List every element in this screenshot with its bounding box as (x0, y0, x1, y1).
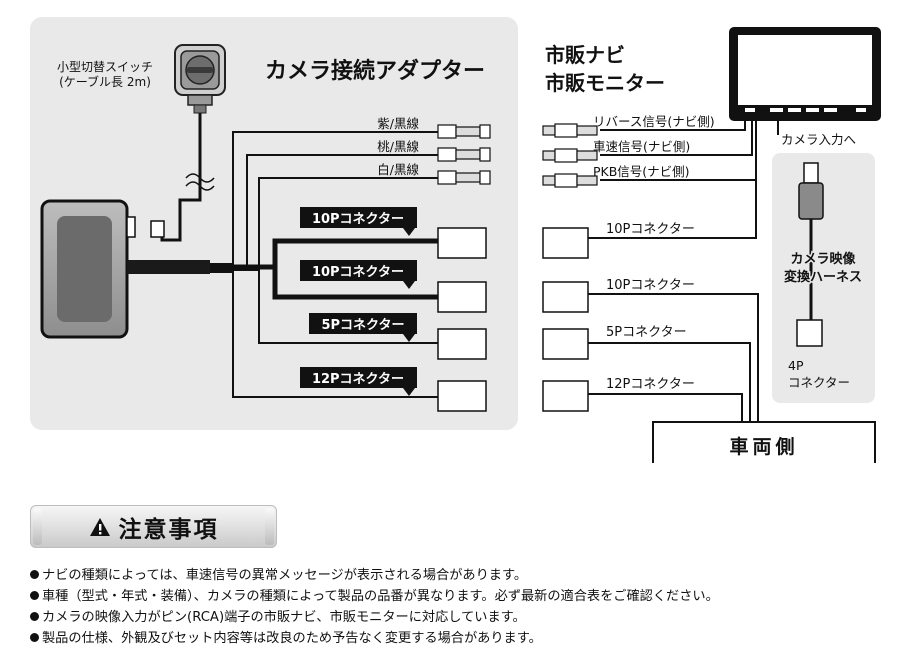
wire-label-purple: 紫/黒線 (377, 116, 419, 131)
vehicle-wires (588, 293, 759, 422)
notice-item-text: カメラの映像入力がピン(RCA)端子の市販ナビ、市販モニターに対応しています。 (42, 610, 526, 625)
harness-connector-line1: 4P (788, 358, 804, 373)
notice-item: ナビの種類によっては、車速信号の異常メッセージが表示される場合があります。 (30, 565, 880, 586)
vehicle-connector-label: 12Pコネクター (606, 377, 695, 392)
adapter-connector-label: 10Pコネクター (312, 212, 404, 227)
warning-triangle-icon (89, 517, 110, 536)
signal-label-reverse: リバース信号(ナビ側) (593, 114, 715, 129)
vehicle-connector-label: 10Pコネクター (606, 278, 695, 293)
adapter-signal-plugs (437, 124, 491, 185)
bullet-icon (30, 591, 39, 600)
wire-label-white: 白/黒線 (377, 162, 419, 177)
bullet-icon (30, 633, 39, 642)
selector-switch (174, 44, 226, 114)
notice-item-text: 車種（型式・年式・装備）、カメラの種類によって製品の品番が異なります。必ず最新の… (42, 589, 719, 604)
harness-label-line2: 変換ハーネス (784, 269, 862, 285)
switch-label-cable: (ケーブル長 2m) (59, 74, 151, 89)
adapter-connector-2: 10Pコネクター (300, 260, 487, 313)
vehicle-side-label: 車両側 (729, 435, 798, 458)
vehicle-connector-label: 5Pコネクター (606, 325, 687, 340)
adapter-connector-label: 10Pコネクター (312, 265, 404, 280)
vehicle-connector-boxes (542, 227, 589, 412)
switch-label-name: 小型切替スイッチ (57, 60, 153, 74)
adapter-unit (40, 199, 136, 339)
notice-title-text: 注意事項 (118, 516, 219, 543)
harness-4p-connector (796, 319, 823, 347)
adapter-connector-4: 12Pコネクター (300, 367, 487, 412)
notice-item-text: ナビの種類によっては、車速信号の異常メッセージが表示される場合があります。 (42, 568, 528, 583)
adapter-thick-wires (210, 238, 438, 300)
wire-label-pink: 桃/黒線 (377, 139, 419, 154)
adapter-title: カメラ接続アダプター (265, 58, 485, 84)
navi-monitor (729, 27, 881, 121)
cable-break-mark (185, 173, 215, 191)
adapter-connector-label: 12Pコネクター (312, 372, 404, 387)
harness-connector-line2: コネクター (788, 375, 850, 390)
notice-item-text: 製品の仕様、外観及びセット内容等は改良のため予告なく変更する場合があります。 (42, 631, 542, 646)
signal-label-speed: 車速信号(ナビ側) (593, 139, 690, 154)
switch-plug (150, 220, 165, 238)
navi-title-line1: 市販ナビ (545, 43, 625, 67)
wiring-diagram: 小型切替スイッチ (ケーブル長 2m) 紫/黒線 桃/黒線 白/黒線 10Pコネ… (30, 17, 881, 463)
navi-signal-plugs (542, 123, 598, 188)
rca-plug (798, 162, 824, 320)
notice-item: カメラの映像入力がピン(RCA)端子の市販ナビ、市販モニターに対応しています。 (30, 607, 880, 628)
adapter-connector-label: 5Pコネクター (321, 318, 404, 333)
vehicle-side-box (652, 421, 876, 463)
bullet-icon (30, 612, 39, 621)
camera-input-label: カメラ入力へ (781, 132, 856, 147)
notice-banner: 注意事項 (30, 505, 277, 548)
signal-label-pkb: PKB信号(ナビ側) (593, 164, 690, 179)
harness-label-line1: カメラ映像 (790, 251, 856, 267)
banner-left-cap (33, 508, 42, 545)
adapter-connector-3: 5Pコネクター (309, 313, 487, 360)
notice-item: 車種（型式・年式・装備）、カメラの種類によって製品の品番が異なります。必ず最新の… (30, 586, 880, 607)
notice-list: ナビの種類によっては、車速信号の異常メッセージが表示される場合があります。 車種… (30, 565, 880, 649)
vehicle-connector-label: 10Pコネクター (606, 222, 695, 237)
notice-title: 注意事項 (30, 505, 277, 548)
adapter-connector-1: 10Pコネクター (300, 207, 487, 259)
adapter-harness-bundle (127, 260, 210, 274)
navi-wires (588, 121, 779, 239)
bullet-icon (30, 570, 39, 579)
banner-right-cap (265, 508, 274, 545)
notice-item: 製品の仕様、外観及びセット内容等は改良のため予告なく変更する場合があります。 (30, 628, 880, 649)
navi-title-line2: 市販モニター (545, 71, 665, 95)
